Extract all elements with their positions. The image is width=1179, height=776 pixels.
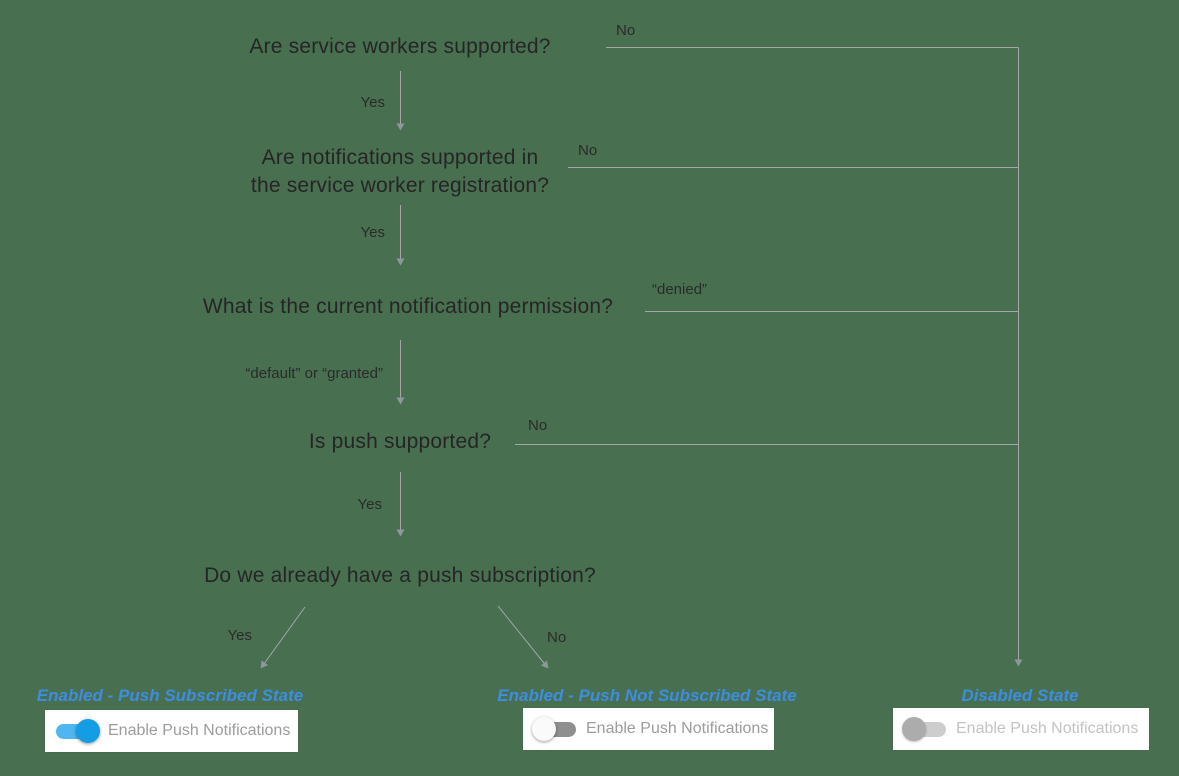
- toggle-thumb-icon: [76, 719, 100, 743]
- enable-push-card-not-subscribed[interactable]: Enable Push Notifications: [523, 708, 774, 750]
- question-notifications-line1: Are notifications supported in: [261, 146, 539, 169]
- connector-q5-yes: [260, 606, 306, 669]
- push-toggle-off[interactable]: [532, 717, 576, 741]
- branch-label-q1-yes: Yes: [360, 94, 385, 111]
- toggle-thumb-icon: [532, 717, 556, 741]
- state-label-disabled: Disabled State: [961, 686, 1079, 705]
- enable-push-card-disabled: Enable Push Notifications: [893, 708, 1149, 750]
- enable-push-label: Enable Push Notifications: [108, 722, 291, 739]
- enable-push-card-subscribed[interactable]: Enable Push Notifications: [45, 710, 298, 752]
- question-notifications-line2: the service worker registration?: [250, 174, 550, 197]
- branch-label-q3-default-granted: “default” or “granted”: [245, 365, 383, 382]
- branch-label-q1-no: No: [616, 22, 636, 39]
- push-toggle-disabled: [902, 717, 946, 741]
- push-toggle-on[interactable]: [56, 719, 100, 743]
- enable-push-label: Enable Push Notifications: [956, 720, 1139, 737]
- branch-label-q5-no: No: [547, 629, 567, 646]
- question-service-workers: Are service workers supported?: [249, 35, 551, 58]
- branch-label-q3-denied: “denied”: [652, 281, 708, 298]
- state-label-push-subscribed: Enabled - Push Subscribed State: [36, 686, 304, 705]
- branch-label-q2-no: No: [578, 142, 598, 159]
- question-notification-permission: What is the current notification permiss…: [202, 295, 614, 318]
- connector-q5-no: [497, 605, 549, 669]
- branch-label-q2-yes: Yes: [360, 224, 385, 241]
- question-notifications-supported: Are notifications supported in the servi…: [230, 144, 570, 200]
- enable-push-label: Enable Push Notifications: [586, 720, 769, 737]
- toggle-thumb-icon: [902, 717, 926, 741]
- question-push-subscription: Do we already have a push subscription?: [204, 564, 596, 587]
- question-push-supported: Is push supported?: [308, 430, 492, 453]
- state-label-push-not-subscribed: Enabled - Push Not Subscribed State: [497, 686, 797, 705]
- branch-label-q4-yes: Yes: [357, 496, 382, 513]
- branch-label-q4-no: No: [528, 417, 548, 434]
- branch-label-q5-yes: Yes: [227, 627, 252, 644]
